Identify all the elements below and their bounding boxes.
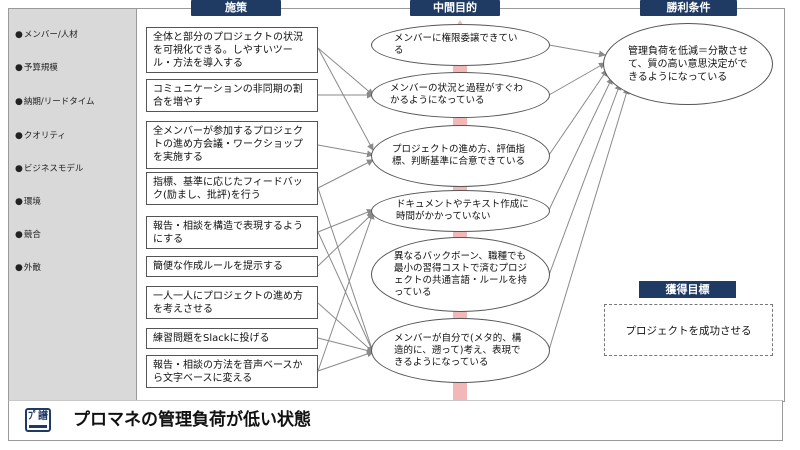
connector-line	[317, 212, 375, 372]
sidebar-item-member: ●メンバー/人材	[15, 30, 78, 40]
intermediate-ellipse-label: 異なるバックボーン、職種でも最小の習得コストで済むプロジェクトの共通言語・ルール…	[394, 250, 528, 298]
intermediate-ellipse-label: プロジェクトの進め方、評価指標、判断基準に合意できている	[392, 144, 526, 167]
footer: ﾌﾟ譜 プロマネの管理負荷が低い状態	[8, 400, 783, 441]
intermediate-ellipse: メンバーの状況と過程がすぐわかるようになっている	[371, 72, 550, 118]
goal-label: プロジェクトを成功させる	[625, 324, 752, 337]
sidebar-item-label: 納期/リードタイム	[23, 97, 95, 107]
intermediate-ellipse: メンバーが自分で(メタ的、構造的に、遡って)考え、表現できるようになっている	[371, 318, 550, 383]
connector-line	[317, 144, 374, 158]
connector-line	[317, 350, 374, 372]
intermediate-ellipse-label: メンバーに権限委譲できている	[394, 33, 518, 56]
sidebar: ●メンバー/人材 ●予算規模 ●納期/リードタイム ●クオリティ ●ビジネスモデ…	[9, 9, 137, 400]
intermediate-ellipse: ドキュメントやテキスト作成に時間がかかっていない	[371, 190, 550, 232]
win-condition-ellipse: 管理負荷を低減＝分散させて、質の高い意思決定ができるようになっている	[603, 23, 773, 105]
connector-line	[548, 77, 613, 211]
connector-line	[317, 187, 375, 353]
sidebar-item-deadline: ●納期/リードタイム	[15, 97, 95, 107]
intermediate-ellipse: プロジェクトの進め方、評価指標、判断基準に合意できている	[371, 125, 550, 187]
intermediate-ellipse: メンバーに権限委譲できている	[371, 24, 550, 66]
connector-line	[317, 212, 374, 267]
measure-box: 全体と部分のプロジェクトの状況を可視化できる。しやすいツール・方法を導入する	[146, 27, 318, 73]
sidebar-item-budget: ●予算規模	[15, 63, 58, 73]
measure-box: 指標、基準に応じたフィードバック(励まし、批評)を行う	[146, 172, 318, 205]
goal-box: プロジェクトを成功させる	[604, 304, 773, 356]
measure-box: 報告・相談を構造で表現するようにする	[146, 216, 318, 249]
intermediate-ellipse-label: ドキュメントやテキスト作成に時間がかかっていない	[396, 199, 529, 222]
sidebar-item-quality: ●クオリティ	[15, 131, 66, 141]
header-measures: 施策	[191, 0, 281, 16]
header-win-condition: 勝利条件	[640, 0, 737, 16]
sidebar-item-label: 外敵	[23, 263, 41, 273]
sidebar-item-label: クオリティ	[23, 131, 66, 141]
sidebar-item-environment: ●環境	[15, 197, 41, 207]
measure-box: 報告・相談の方法を音声ベースから文字ベースに変える	[146, 355, 318, 388]
header-intermediate: 中間目的	[410, 0, 500, 16]
measure-box: コミュニケーションの非同期の割合を増やす	[146, 79, 318, 112]
connector-line	[317, 47, 374, 96]
sidebar-item-label: ビジネスモデル	[23, 164, 84, 174]
sidebar-item-label: 予算規模	[23, 63, 58, 73]
connector-line	[548, 83, 622, 276]
intermediate-ellipse-label: メンバーが自分で(メタ的、構造的に、遡って)考え、表現できるようになっている	[394, 332, 522, 368]
sidebar-item-label: 環境	[23, 197, 41, 207]
connector-line	[548, 87, 630, 351]
sidebar-item-business-model: ●ビジネスモデル	[15, 164, 84, 174]
sidebar-item-label: メンバー/人材	[23, 30, 78, 40]
measure-box: 全メンバーが参加するプロジェクトの進め方会議・ワークショップを実施する	[146, 121, 318, 169]
logo-text: ﾌﾟ譜	[28, 411, 48, 422]
connector-line	[317, 47, 374, 151]
pufu-logo-icon: ﾌﾟ譜	[25, 408, 51, 432]
measure-box: 簡便な作成ルールを提示する	[146, 256, 318, 277]
connector-line	[317, 208, 374, 233]
sidebar-item-label: 競合	[23, 230, 41, 240]
connector-line	[317, 159, 374, 189]
connector-line	[548, 69, 608, 156]
connector-line	[548, 44, 606, 58]
connector-line	[317, 302, 374, 353]
intermediate-ellipse: 異なるバックボーン、職種でも最小の習得コストで済むプロジェクトの共通言語・ルール…	[371, 237, 550, 312]
connector-line	[317, 337, 374, 354]
sidebar-item-external-threat: ●外敵	[15, 263, 41, 273]
page-title: プロマネの管理負荷が低い状態	[73, 410, 311, 430]
header-goal: 獲得目標	[639, 281, 736, 298]
connector-line	[548, 62, 606, 96]
intermediate-ellipse-label: メンバーの状況と過程がすぐわかるようになっている	[390, 83, 524, 106]
sidebar-item-competitor: ●競合	[15, 230, 41, 240]
measure-box: 一人一人にプロジェクトの進め方を考えさせる	[146, 286, 318, 319]
measure-box: 練習問題をSlackに投げる	[146, 328, 318, 349]
win-condition-label: 管理負荷を低減＝分散させて、質の高い意思決定ができるようになっている	[628, 45, 748, 83]
